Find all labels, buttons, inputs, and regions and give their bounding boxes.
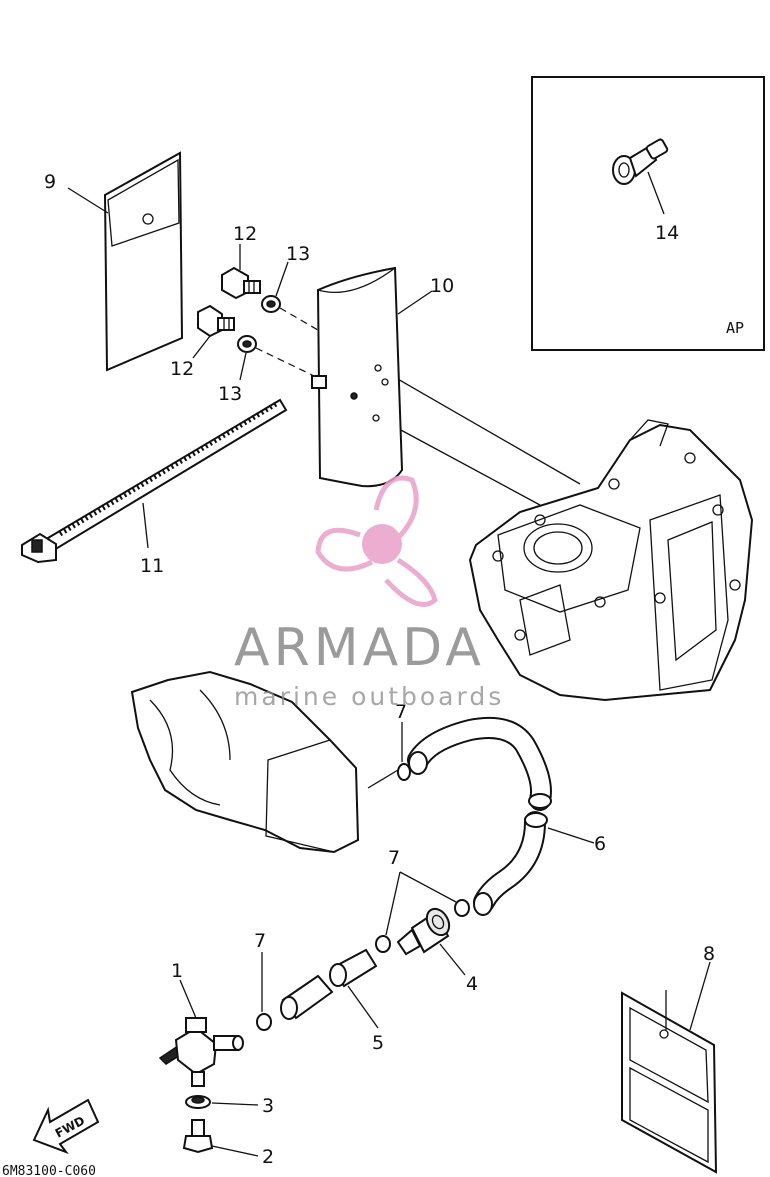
cylinder-block [468,419,754,702]
leader-11 [142,502,149,549]
fwd-arrow: FWD [32,1098,100,1155]
watermark-brand: ARMADA [234,618,485,678]
part-2-bolt [182,1119,214,1154]
part-13-washer-lower [237,335,257,353]
leader-4 [439,943,466,976]
leader-12b [192,335,211,359]
callout-2: 2 [262,1146,274,1168]
callout-8: 8 [703,943,715,965]
part-11-cable-tie [21,398,288,564]
leader-14 [647,171,665,215]
callout-3: 3 [262,1095,274,1117]
engine-component-outline [130,670,360,854]
callout-12b: 12 [170,358,194,380]
leader-8 [689,961,711,1031]
callout-11: 11 [140,555,164,577]
part-12-bolt-upper [221,266,261,300]
leader-connect [367,769,399,789]
callout-10: 10 [430,275,454,297]
leader-7b-2 [385,871,401,936]
part-9-sheet [103,151,184,372]
part-7-clip-middle [375,899,470,953]
part-12-bolt-lower [197,304,235,338]
leader-9 [67,187,109,214]
part-7-clip-upper [397,763,411,781]
callout-13a: 13 [286,243,310,265]
callout-6: 6 [594,833,606,855]
callout-14: 14 [655,222,679,244]
part-10-cover-plate [311,266,404,488]
leader-13b [239,352,247,381]
callout-1: 1 [171,960,183,982]
callout-13b: 13 [218,383,242,405]
part-8-label-sheet [621,990,718,1174]
leader-10 [397,290,433,315]
watermark-tagline: marine outboards [234,682,504,711]
part-7-clip-lower [256,1013,272,1031]
leader-3 [211,1102,259,1106]
callout-9: 9 [44,171,56,193]
callout-12a: 12 [233,223,257,245]
leader-1 [179,979,197,1019]
part-14-nipple [612,138,669,185]
leader-2 [211,1145,259,1157]
assembly-line-4 [385,421,541,506]
leader-5 [347,985,379,1029]
part-3-washer [185,1095,211,1109]
assembly-line-3 [395,377,581,485]
part-13-washer-upper [261,295,281,313]
watermark: ARMADA marine outboards [234,475,504,711]
callout-7a: 7 [395,701,407,723]
propeller-logo-icon [315,475,438,607]
leader-6 [547,827,595,844]
part-4-fuel-joint [396,907,451,956]
callout-4: 4 [466,973,478,995]
drawing-code: 6M83100-C060 [2,1164,96,1177]
inset-label: AP [726,319,744,337]
part-5-hose-pieces [280,948,378,1020]
inset-box: 14 AP [531,76,765,351]
callout-7b: 7 [388,847,400,869]
part-6-hose [407,716,552,916]
callout-5: 5 [372,1032,384,1054]
callout-7c: 7 [254,930,266,952]
leader-7b-1 [399,871,457,903]
leader-13a [275,261,289,297]
part-1-fuel-cock [158,1017,244,1087]
